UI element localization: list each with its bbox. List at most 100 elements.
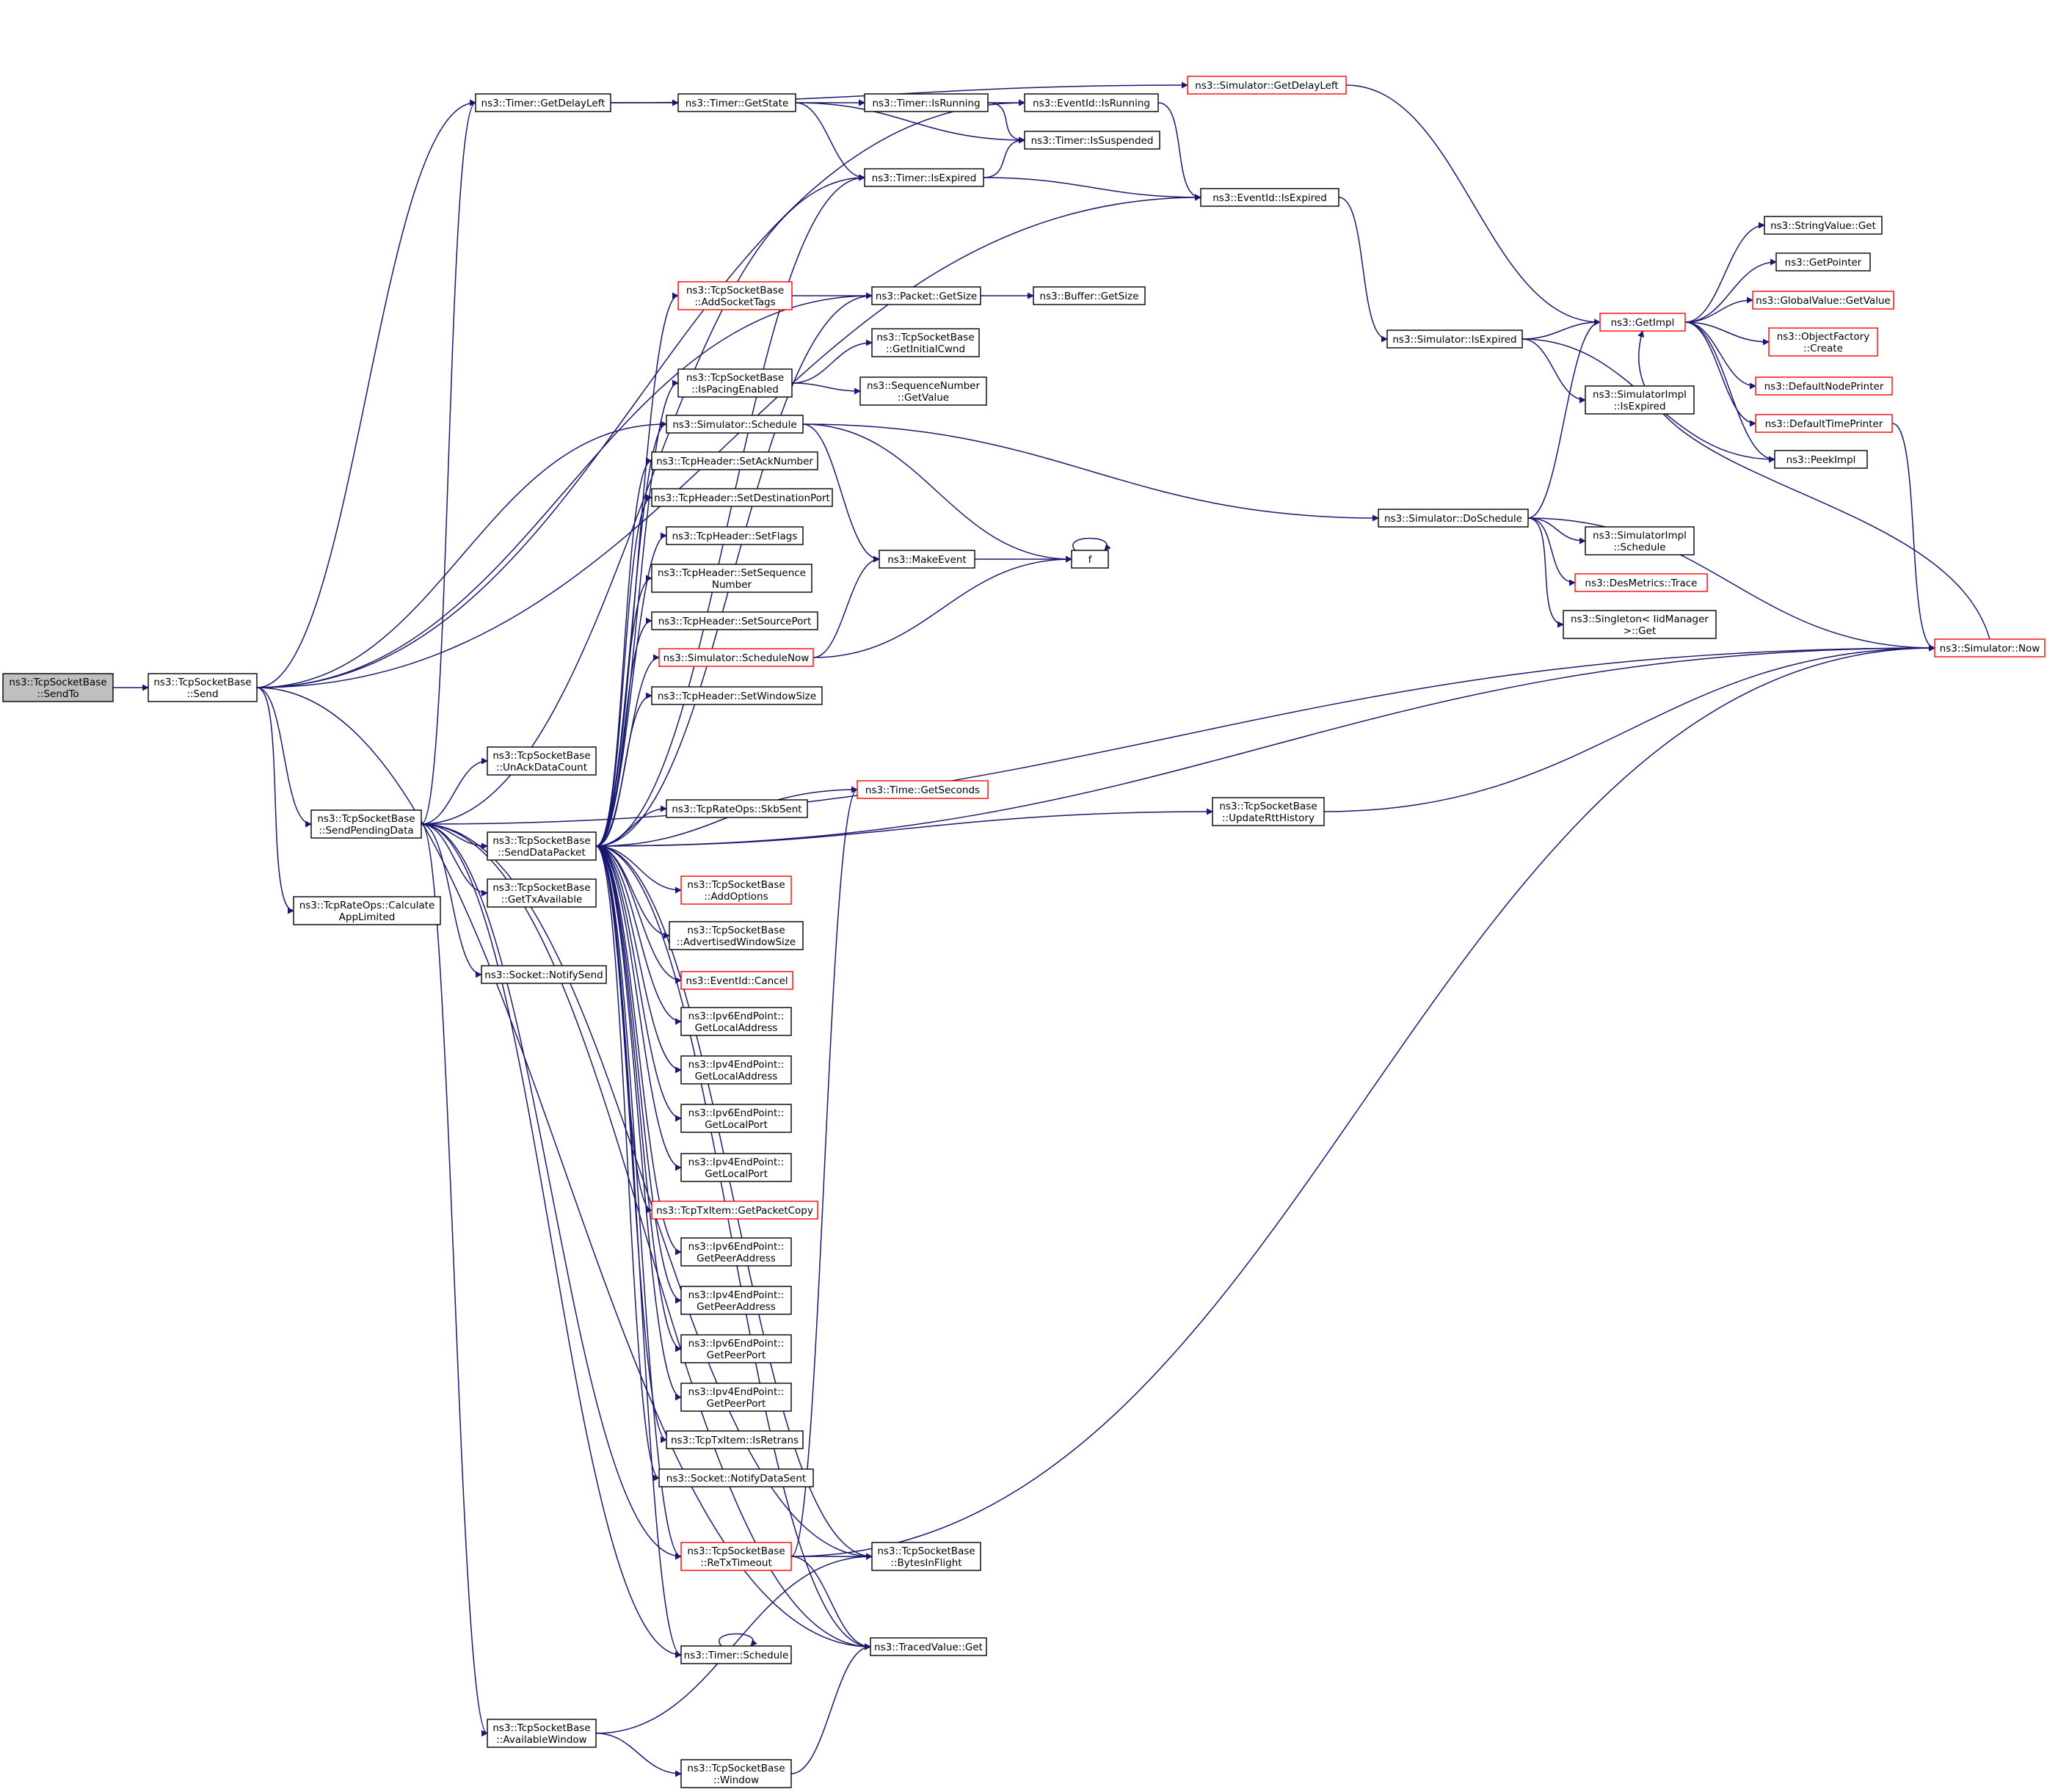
node-makeevent[interactable]: ns3::MakeEvent [879, 550, 975, 569]
node-bufsize[interactable]: ns3::Buffer::GetSize [1033, 286, 1146, 305]
node-skbsent[interactable]: ns3::TcpRateOps::SkbSent [666, 799, 808, 818]
node-eidrun[interactable]: ns3::EventId::IsRunning [1024, 93, 1159, 112]
node-initcwnd[interactable]: ns3::TcpSocketBase::GetInitialCwnd [871, 328, 980, 357]
node-box [669, 921, 804, 950]
node-trace[interactable]: ns3::DesMetrics::Trace [1574, 573, 1708, 592]
node-setsrc[interactable]: ns3::TcpHeader::SetSourcePort [651, 611, 818, 630]
call-edges [113, 81, 1990, 1777]
node-addsock[interactable]: ns3::TcpSocketBase::AddSocketTags [677, 281, 793, 310]
node-box [864, 168, 984, 187]
node-label: ns3::DesMetrics::Trace [1585, 578, 1698, 589]
edge-eidexp-to-simisexp [1338, 197, 1388, 343]
node-availwin[interactable]: ns3::TcpSocketBase::AvailableWindow [487, 1719, 597, 1748]
node-bif[interactable]: ns3::TcpSocketBase::BytesInFlight [871, 1542, 981, 1571]
node-timeprint[interactable]: ns3::DefaultTimePrinter [1755, 414, 1893, 433]
node-ispacing[interactable]: ns3::TcpSocketBase::IsPacingEnabled [677, 368, 793, 398]
node-getimpl[interactable]: ns3::GetImpl [1599, 313, 1686, 332]
node-ip6pp[interactable]: ns3::Ipv6EndPoint::GetPeerPort [680, 1334, 792, 1363]
node-setdst[interactable]: ns3::TcpHeader::SetDestinationPort [651, 488, 833, 507]
node-ip4la[interactable]: ns3::Ipv4EndPoint::GetLocalAddress [680, 1055, 792, 1085]
node-box [680, 1645, 792, 1664]
node-ip4lp[interactable]: ns3::Ipv4EndPoint::GetLocalPort [680, 1153, 792, 1182]
node-isexpiredT[interactable]: ns3::Timer::IsExpired [864, 168, 984, 187]
node-sendto[interactable]: ns3::TcpSocketBase::SendTo [2, 673, 114, 702]
edge-sdp-to-ip6pa [595, 845, 682, 1256]
node-window[interactable]: ns3::TcpSocketBase::Window [680, 1759, 792, 1788]
node-strget[interactable]: ns3::StringValue::Get [1764, 216, 1883, 235]
node-implexp[interactable]: ns3::SimulatorImpl::IsExpired [1585, 385, 1695, 415]
node-ip6pa[interactable]: ns3::Ipv6EndPoint::GetPeerAddress [680, 1237, 792, 1267]
node-txcopy[interactable]: ns3::TcpTxItem::GetPacketCopy [651, 1201, 818, 1220]
node-issusp[interactable]: ns3::Timer::IsSuspended [1024, 131, 1160, 150]
node-isrunning[interactable]: ns3::Timer::IsRunning [864, 93, 989, 112]
node-box [1378, 509, 1529, 528]
node-label: f [1088, 554, 1093, 566]
node-notifydata[interactable]: ns3::Socket::NotifyDataSent [658, 1468, 814, 1487]
node-schednow[interactable]: ns3::Simulator::ScheduleNow [658, 648, 814, 667]
node-unack[interactable]: ns3::TcpSocketBase::UnAckDataCount [487, 746, 597, 776]
node-f[interactable]: f [1071, 550, 1109, 569]
node-ip6lp[interactable]: ns3::Ipv6EndPoint::GetLocalPort [680, 1104, 792, 1133]
node-ip6la[interactable]: ns3::Ipv6EndPoint::GetLocalAddress [680, 1007, 792, 1036]
edge-dosched-to-trace [1527, 517, 1576, 586]
node-label: ns3::Timer::GetState [686, 98, 789, 109]
node-label: ::UpdateRttHistory [1222, 812, 1315, 824]
node-advwin[interactable]: ns3::TcpSocketBase::AdvertisedWindowSize [669, 921, 804, 950]
node-implsched[interactable]: ns3::SimulatorImpl::Schedule [1585, 526, 1695, 556]
node-label: ns3::TcpRateOps::SkbSent [672, 804, 801, 815]
node-now[interactable]: ns3::Simulator::Now [1934, 638, 2046, 658]
node-getdelay[interactable]: ns3::Timer::GetDelayLeft [475, 93, 611, 112]
node-tsched[interactable]: ns3::Timer::Schedule [680, 1645, 792, 1664]
edge-spd-to-unack [421, 757, 488, 825]
node-seqval[interactable]: ns3::SequenceNumber::GetValue [859, 376, 987, 406]
node-spd[interactable]: ns3::TcpSocketBase::SendPendingData [310, 809, 422, 839]
node-addopt[interactable]: ns3::TcpSocketBase::AddOptions [680, 875, 792, 905]
node-pktsize[interactable]: ns3::Packet::GetSize [871, 286, 981, 305]
node-label: ns3::TcpHeader::SetSourcePort [658, 616, 812, 627]
node-label: ::Window [713, 1774, 759, 1786]
node-schedule[interactable]: ns3::Simulator::Schedule [666, 415, 804, 434]
node-notifysend[interactable]: ns3::Socket::NotifySend [481, 965, 607, 984]
node-eidexp[interactable]: ns3::EventId::IsExpired [1200, 188, 1339, 207]
node-getstate[interactable]: ns3::Timer::GetState [677, 93, 796, 112]
node-label: ns3::Timer::IsExpired [872, 172, 977, 184]
node-tvget[interactable]: ns3::TracedValue::Get [870, 1637, 987, 1656]
node-retx[interactable]: ns3::TcpSocketBase::ReTxTimeout [680, 1542, 792, 1571]
node-gvget[interactable]: ns3::GlobalValue::GetValue [1752, 291, 1894, 310]
node-label: ::BytesInFlight [890, 1557, 961, 1569]
node-isretrans[interactable]: ns3::TcpTxItem::IsRetrans [666, 1430, 804, 1449]
node-singleton[interactable]: ns3::Singleton< IidManager >::Get [1563, 610, 1717, 639]
node-peekimpl[interactable]: ns3::PeekImpl [1774, 450, 1868, 469]
node-updrtt[interactable]: ns3::TcpSocketBase::UpdateRttHistory [1212, 797, 1325, 826]
node-simdelay[interactable]: ns3::Simulator::GetDelayLeft [1187, 76, 1347, 95]
edge-isrunning-to-issusp [987, 102, 1025, 144]
node-getsec[interactable]: ns3::Time::GetSeconds [857, 780, 989, 799]
node-dosched[interactable]: ns3::Simulator::DoSchedule [1378, 509, 1529, 528]
node-simisexp[interactable]: ns3::Simulator::IsExpired [1386, 329, 1523, 349]
node-send[interactable]: ns3::TcpSocketBase::Send [148, 673, 258, 702]
node-box [651, 564, 812, 593]
node-setack[interactable]: ns3::TcpHeader::SetAckNumber [651, 451, 818, 470]
node-cancel[interactable]: ns3::EventId::Cancel [680, 971, 793, 990]
node-getptr[interactable]: ns3::GetPointer [1775, 252, 1871, 272]
node-gettxav[interactable]: ns3::TcpSocketBase::GetTxAvailable [487, 878, 597, 908]
edge-send-to-rateapp [256, 687, 294, 914]
edge-availwin-to-bif [595, 1553, 873, 1734]
edge-getimpl-to-peekimpl [1684, 321, 1775, 463]
edge-sdp-to-ip6pp [595, 845, 682, 1352]
node-sdp[interactable]: ns3::TcpSocketBase::SendDataPacket [487, 831, 597, 861]
edge-sdp-to-setwin [595, 692, 652, 847]
node-ip4pp[interactable]: ns3::Ipv4EndPoint::GetPeerPort [680, 1383, 792, 1412]
node-objcreate[interactable]: ns3::ObjectFactory::Create [1768, 327, 1878, 357]
node-box [487, 831, 597, 861]
node-label: ::SendTo [37, 688, 79, 700]
node-setwin[interactable]: ns3::TcpHeader::SetWindowSize [651, 686, 823, 705]
node-label: ::IsPacingEnabled [691, 384, 779, 396]
node-nodeprint[interactable]: ns3::DefaultNodePrinter [1755, 376, 1893, 396]
node-ip4pa[interactable]: ns3::Ipv4EndPoint::GetPeerAddress [680, 1286, 792, 1315]
node-label: ns3::EventId::IsRunning [1033, 98, 1150, 109]
edge-timeprint-to-now [1891, 423, 1935, 652]
node-setflags[interactable]: ns3::TcpHeader::SetFlags [666, 526, 804, 545]
